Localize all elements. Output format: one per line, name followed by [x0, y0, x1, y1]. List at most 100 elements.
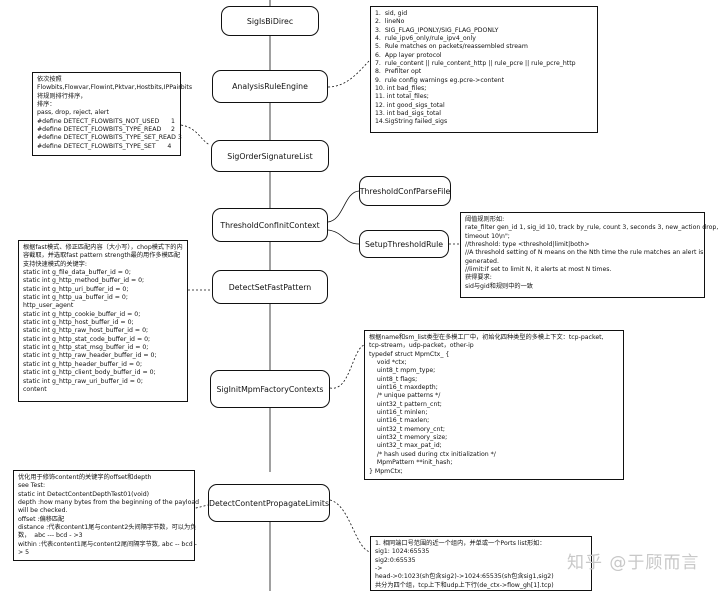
- note-line: static int g_http_method_buffer_id = 0;: [23, 277, 145, 285]
- watermark: 知乎 @于顾而言: [567, 553, 700, 573]
- node-thresholdconfparsefile: ThresholdConfParseFile: [359, 176, 451, 206]
- note-line: static int g_http_cookie_buffer_id = 0;: [23, 310, 141, 318]
- note-line: uint32_t memory_size;: [369, 434, 448, 442]
- note-line: static int g_http_ua_buffer_id = 0;: [23, 294, 128, 302]
- note-line: 根据name和sm_list类型在多模工厂中，初始化四种类型的多模上下文：tcp…: [369, 334, 604, 341]
- node-analysisruleengine: AnalysisRuleEngine: [212, 70, 328, 103]
- note-threshold-rule: 阈值规则形如:rate_filter gen_id 1, sig_id 10, …: [460, 212, 719, 298]
- edge-thresholdinit-to-parsefile: [327, 190, 360, 223]
- note-line: #define DETECT_FLOWBITS_TYPE_SET 4: [37, 142, 172, 150]
- note-line: 11. int total_files;: [375, 93, 429, 101]
- note-line: 共分为四个组，tcp上下和udp上下行(de_ctx->flow_gh[1].t…: [375, 581, 554, 589]
- note-line: will be checked.: [18, 507, 68, 515]
- note-line: 5. Rule matches on packets/reassembled s…: [375, 43, 528, 51]
- note-line: static int g_http_raw_host_buffer_id = 0…: [23, 327, 149, 335]
- node-detectcontentpropagatelimits: DetectContentPropagateLimits: [208, 484, 330, 522]
- note-line: rate_filter gen_id 1, sig_id 10, track b…: [465, 224, 719, 232]
- node-siginitmpmfactorycontexts: SigInitMpmFactoryContexts: [210, 370, 330, 408]
- link-flowbits-note: [180, 124, 211, 146]
- note-line: 9. rule config warnings eg.pcre->content: [375, 76, 505, 84]
- note-line: static int g_file_data_buffer_id = 0;: [23, 269, 131, 277]
- note-line: tcp-stream，udp-packet，other-ip: [369, 342, 474, 350]
- note-line: static int DetectContentDepthTest01(void…: [18, 490, 150, 498]
- link-rule-engine-note: [327, 59, 371, 88]
- note-line: 依次按照: [37, 76, 62, 83]
- note-line: generated.: [465, 257, 499, 265]
- note-line: #define DETECT_FLOWBITS_NOT_USED 1: [37, 117, 175, 125]
- note-line: pass, drop, reject, alert: [37, 109, 109, 117]
- link-content-note: [187, 504, 209, 511]
- note-line: uint16_t maxdepth;: [369, 384, 438, 392]
- note-line: uint8_t mpm_type;: [369, 367, 436, 375]
- note-line: #define DETECT_FLOWBITS_TYPE_SET_READ 3: [37, 134, 182, 142]
- note-line: 12. int good_sigs_total: [375, 101, 445, 109]
- note-line: within :代表content1尾与content2尾间隔字节数, abc …: [18, 540, 197, 548]
- note-line: 将规则排行排序，: [37, 92, 87, 100]
- note-line: 数， abc --- bcd - >3: [18, 532, 83, 540]
- note-line: uint32_t memory_cnt;: [369, 425, 445, 433]
- note-line: 13. int bad_sigs_total: [375, 110, 441, 118]
- note-line: static int g_http_stat_code_buffer_id = …: [23, 335, 151, 343]
- note-line: timeout 10\n";: [465, 232, 510, 240]
- node-sigordersignaturelist: SigOrderSignatureList: [211, 140, 329, 172]
- note-line: head->0:1023(sh包含sig2)->1024:65535(sh包含s…: [375, 573, 554, 581]
- note-line: static int g_http_uri_buffer_id = 0;: [23, 285, 129, 293]
- note-line: 14.SigString failed_sigs: [375, 118, 448, 126]
- note-line: offset :偏移匹配: [18, 515, 65, 523]
- note-line: 1. 相同端口号范围的近一个组内，并单或一个Ports list形如：: [375, 540, 546, 547]
- note-line: #define DETECT_FLOWBITS_TYPE_READ 2: [37, 126, 175, 134]
- note-line: depth :how many bytes from the beginning…: [18, 499, 200, 507]
- note-line: 容截取，并选取fast pattern strength最的用作多模匹配: [23, 252, 181, 260]
- note-line: static int g_http_header_buffer_id = 0;: [23, 360, 143, 368]
- note-line: see Test:: [18, 482, 46, 490]
- note-line: http_user_agent: [23, 302, 74, 310]
- note-line: 8. Prefilter opt: [375, 68, 422, 76]
- note-line: 优化用于修饰content的关键字的offset和depth: [18, 474, 152, 481]
- note-line: 4. rule_ipv6_only/rule_ipv4_only: [375, 35, 476, 43]
- note-line: sid与gid和规则中的一致: [465, 282, 533, 290]
- note-line: //threshold: type <threshold|limit|both>: [465, 241, 590, 249]
- note-line: //limit:if set to limit N, it alerts at …: [465, 266, 612, 274]
- note-line: Flowbits,Flowvar,Flowint,Pktvar,Hostbits…: [37, 84, 193, 92]
- node-detectsetfastpattern: DetectSetFastPattern: [212, 270, 328, 304]
- note-line: static int g_http_stat_msg_buffer_id = 0…: [23, 344, 149, 352]
- note-line: ->: [375, 565, 383, 573]
- note-line: 1. sid, gid: [375, 10, 408, 17]
- link-mpm-note: [329, 344, 365, 389]
- note-line: uint16_t minlen;: [369, 409, 428, 417]
- note-line: 获得要求:: [465, 274, 492, 282]
- edge-thresholdinit-to-setuprule: [327, 229, 360, 245]
- note-line: 根据fast模式、修正匹配内容（大小写），chop模式下的内: [23, 244, 183, 251]
- note-line: /* unique patterns */: [369, 392, 441, 400]
- note-line: 2. lineNo: [375, 18, 405, 26]
- note-line: static int g_http_host_buffer_id = 0;: [23, 319, 134, 327]
- note-line: void *ctx;: [369, 359, 407, 367]
- note-line: static int g_http_raw_header_buffer_id =…: [23, 352, 157, 360]
- note-line: sig1: 1024:65535: [375, 548, 430, 556]
- note-line: uint32_t max_pat_id;: [369, 442, 442, 450]
- link-ports-note: [329, 499, 371, 553]
- note-line: static int g_http_client_body_buffer_id …: [23, 369, 156, 377]
- note-line: /* hash used during ctx initialization *…: [369, 450, 496, 458]
- note-ports: 1. 相同端口号范围的近一个组内，并单或一个Ports list形如：sig1:…: [370, 536, 592, 591]
- note-line: MpmPattern **init_hash;: [369, 459, 453, 467]
- note-line: typedef struct MpmCtx_ {: [369, 350, 450, 358]
- note-line: content: [23, 385, 47, 393]
- note-line: 排序：: [37, 101, 56, 109]
- note-line: sig2:0:65535: [375, 556, 416, 564]
- note-line: 阈值规则形如:: [465, 216, 505, 223]
- note-line: //A threshold setting of N means on the …: [465, 249, 704, 257]
- note-line: } MpmCtx;: [369, 467, 403, 475]
- note-line: static int g_http_raw_uri_buffer_id = 0;: [23, 377, 143, 385]
- node-sigisbidirec: SigIsBiDirec: [221, 6, 319, 36]
- note-line: 支持快速模式的关键字:: [23, 260, 87, 268]
- node-thresholdconfinitcontext: ThresholdConfInitContext: [212, 208, 328, 242]
- note-line: uint32_t pattern_cnt;: [369, 400, 442, 408]
- note-line: > 5: [18, 549, 30, 557]
- note-line: 10. int bad_files;: [375, 85, 427, 93]
- note-line: 3. SIG_FLAG_IPONLY/SIG_FLAG_PDONLY: [375, 26, 499, 34]
